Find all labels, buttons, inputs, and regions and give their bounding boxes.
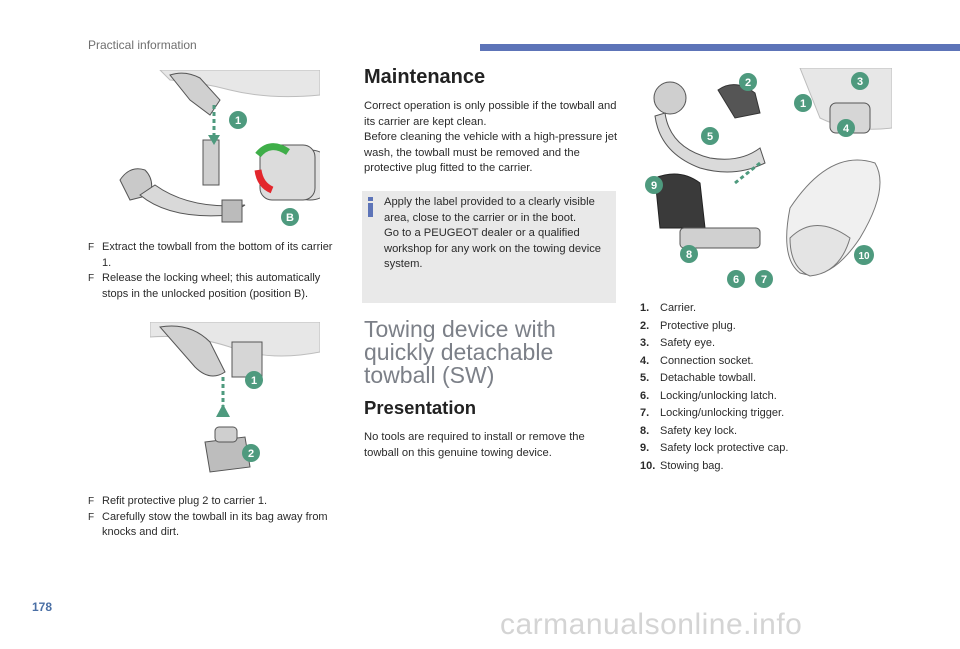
- svg-text:1: 1: [251, 375, 257, 387]
- svg-text:3: 3: [857, 76, 863, 88]
- legend-item: 9.Safety lock protective cap.: [640, 442, 789, 454]
- label-badge-6: 6: [727, 270, 745, 288]
- label-badge-7: 7: [755, 270, 773, 288]
- legend-item: 8.Safety key lock.: [640, 424, 738, 437]
- watermark-text: carmanualsonline.info: [500, 608, 803, 641]
- label-badge-1: 1: [229, 111, 247, 129]
- header-accent-bar: [480, 44, 960, 51]
- svg-text:B: B: [286, 212, 294, 224]
- label-badge-1: 1: [794, 94, 812, 112]
- label-badge-2: 2: [739, 73, 757, 91]
- page-number: 178: [32, 600, 53, 614]
- svg-text:9: 9: [651, 180, 657, 192]
- presentation-heading: Presentation: [364, 397, 477, 418]
- label-badge-5: 5: [701, 127, 719, 145]
- legend-item: 4.Connection socket.: [640, 354, 754, 367]
- legend-item: 1.Carrier.: [640, 302, 697, 314]
- svg-text:5: 5: [707, 131, 713, 143]
- label-badge-10: 10: [854, 245, 874, 265]
- svg-text:2: 2: [248, 448, 254, 460]
- info-icon: [368, 197, 373, 217]
- maintenance-text: Correct operation is only possible if th…: [364, 100, 618, 174]
- legend-item: 2.Protective plug.: [640, 319, 736, 332]
- maintenance-heading: Maintenance: [364, 66, 486, 88]
- label-badge-9: 9: [645, 176, 663, 194]
- label-badge-b: B: [281, 208, 299, 226]
- legend-item: 5.Detachable towball.: [640, 372, 757, 384]
- label-badge-2: 2: [242, 444, 260, 462]
- components-legend: 1.Carrier. 2.Protective plug. 3.Safety e…: [640, 302, 890, 477]
- label-badge-8: 8: [680, 245, 698, 263]
- legend-item: 10.Stowing bag.: [640, 459, 724, 472]
- note-text: Apply the label provided to a clearly vi…: [384, 196, 602, 270]
- svg-text:10: 10: [858, 251, 870, 262]
- label-badge-4: 4: [837, 119, 855, 137]
- section-title: Practical information: [88, 38, 197, 52]
- svg-text:2: 2: [745, 77, 751, 89]
- svg-text:1: 1: [800, 98, 806, 110]
- legend-item: 6.Locking/unlocking latch.: [640, 389, 777, 402]
- svg-text:8: 8: [686, 249, 692, 261]
- svg-text:7: 7: [761, 274, 767, 286]
- note-box: [362, 191, 616, 303]
- legend-item: 7.Locking/unlocking trigger.: [640, 407, 785, 419]
- label-badge-3: 3: [851, 72, 869, 90]
- green-rotation-arrow: [255, 143, 290, 158]
- svg-text:1: 1: [235, 115, 241, 127]
- towing-device-heading: Towing device with quickly detachable to…: [364, 316, 556, 388]
- towing-device-components-illustration: 2 3 1 4 5 9 8 6 7 10: [640, 68, 892, 290]
- towball-extraction-illustration: 1 B: [110, 70, 320, 235]
- plug-refit-illustration: 1 2: [150, 322, 320, 482]
- red-rotation-arrow: [254, 169, 274, 194]
- svg-text:4: 4: [843, 123, 850, 135]
- label-badge-1: 1: [245, 371, 263, 389]
- svg-text:6: 6: [733, 274, 739, 286]
- legend-item: 3.Safety eye.: [640, 337, 716, 349]
- presentation-text: No tools are required to install or remo…: [364, 431, 585, 459]
